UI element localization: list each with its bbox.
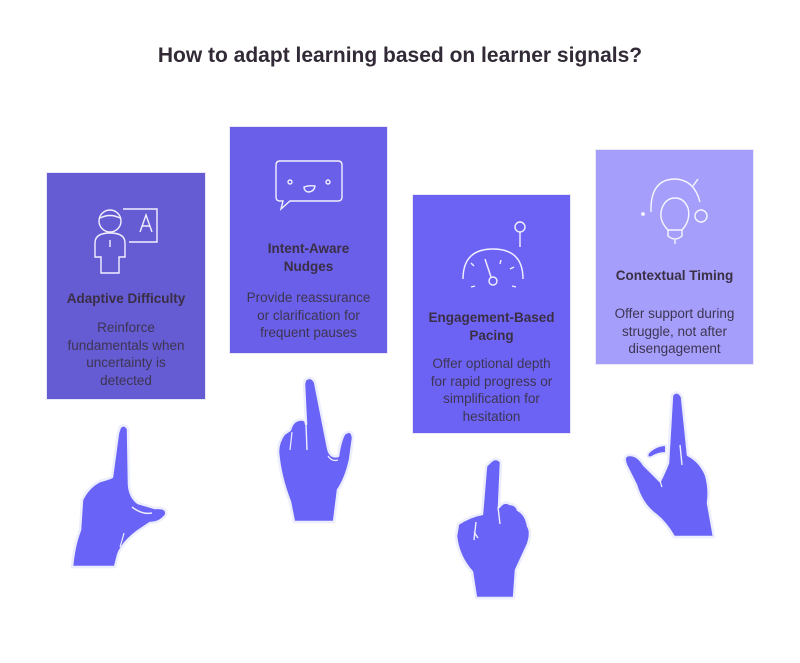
card-description: Provide reassurance or clarification for… — [236, 289, 381, 342]
desc-line: Reinforce — [97, 320, 155, 335]
desc-line: hesitation — [462, 408, 521, 424]
desc-line: Provide reassurance — [246, 290, 371, 305]
pointing-hand-icon — [262, 372, 372, 537]
teacher-board-icon — [47, 185, 205, 275]
desc-line: frequent pauses — [260, 325, 357, 340]
pointing-hand-icon — [444, 452, 554, 607]
heading-line: Pacing — [469, 328, 514, 343]
desc-line: uncertainty is — [86, 355, 166, 370]
desc-line: Offer support during — [614, 306, 735, 321]
desc-line: simplification for — [443, 391, 540, 406]
card-heading: Contextual Timing — [615, 268, 734, 283]
speedometer-icon — [413, 217, 570, 297]
desc-line: fundamentals when — [67, 337, 185, 353]
diagram-title: How to adapt learning based on learner s… — [157, 44, 643, 67]
card-description: Reinforce fundamentals when uncertainty … — [53, 319, 199, 389]
card-heading: Engagement-Based Pacing — [413, 309, 570, 345]
lightbulb-icon — [596, 170, 753, 250]
card-heading: Intent-Aware Nudges — [230, 240, 387, 276]
desc-line: struggle, not after — [621, 323, 728, 339]
card-description: Offer optional depth for rapid progress … — [419, 355, 564, 425]
card-engagement-based-pacing: Engagement-Based Pacing Offer optional d… — [412, 194, 571, 434]
chat-bubble-smile-icon — [230, 155, 387, 215]
heading-line: Nudges — [283, 259, 334, 274]
card-heading: Adaptive Difficulty — [66, 291, 186, 306]
heading-line: Engagement-Based — [428, 310, 555, 325]
desc-line: Offer optional depth — [432, 356, 551, 371]
desc-line: detected — [100, 372, 152, 388]
card-contextual-timing: Contextual Timing Offer support during s… — [595, 149, 754, 365]
heading-line: Intent-Aware — [267, 241, 350, 256]
desc-line: or clarification for — [257, 307, 360, 323]
pointing-hand-icon — [620, 385, 750, 550]
desc-line: for rapid progress or — [430, 373, 553, 389]
card-adaptive-difficulty: Adaptive Difficulty Reinforce fundamenta… — [46, 172, 206, 400]
card-description: Offer support during struggle, not after… — [602, 305, 747, 358]
card-intent-aware-nudges: Intent-Aware Nudges Provide reassurance … — [229, 126, 388, 354]
desc-line: disengagement — [628, 341, 721, 356]
pointing-hand-icon — [60, 415, 190, 580]
